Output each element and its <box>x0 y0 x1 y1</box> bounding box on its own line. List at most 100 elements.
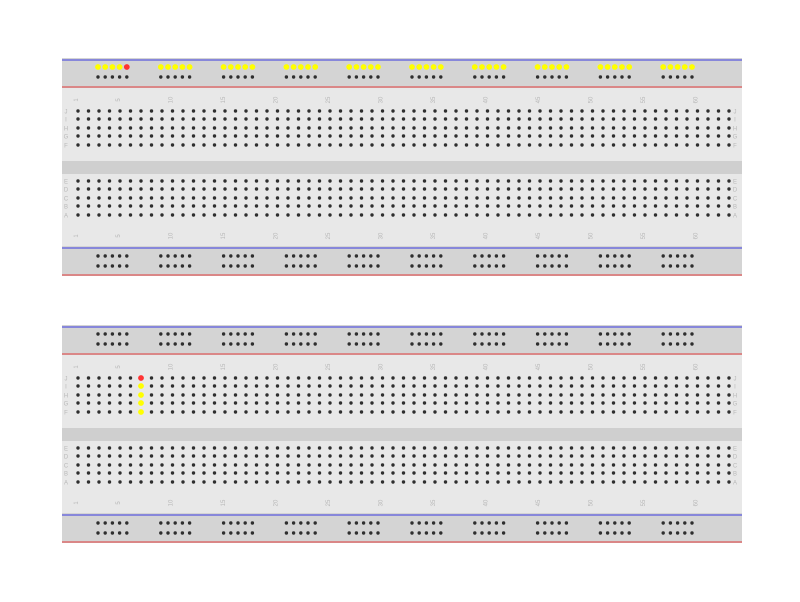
rail-hole[interactable] <box>187 332 192 336</box>
terminal-hole[interactable] <box>317 376 322 380</box>
terminal-hole[interactable] <box>727 126 731 130</box>
rail-hole[interactable] <box>367 64 374 70</box>
terminal-hole[interactable] <box>611 109 616 113</box>
terminal-hole[interactable] <box>170 187 175 191</box>
terminal-hole[interactable] <box>485 117 490 121</box>
rail-hole[interactable] <box>369 342 373 346</box>
terminal-hole[interactable] <box>265 204 269 208</box>
terminal-hole[interactable] <box>601 109 605 113</box>
terminal-hole[interactable] <box>464 446 469 450</box>
terminal-hole[interactable] <box>380 463 385 467</box>
terminal-hole[interactable] <box>244 204 248 208</box>
rail-hole[interactable] <box>165 64 171 70</box>
terminal-hole[interactable] <box>138 383 144 389</box>
rail-hole[interactable] <box>306 332 310 336</box>
terminal-hole[interactable] <box>695 204 700 208</box>
terminal-hole[interactable] <box>349 446 353 450</box>
terminal-hole[interactable] <box>454 187 458 191</box>
rail-hole[interactable] <box>690 264 694 268</box>
terminal-hole[interactable] <box>422 446 427 450</box>
rail-hole[interactable] <box>250 75 255 79</box>
terminal-hole[interactable] <box>622 134 626 138</box>
rail-hole[interactable] <box>423 64 430 70</box>
terminal-hole[interactable] <box>233 134 238 138</box>
rail-hole[interactable] <box>347 254 351 258</box>
terminal-hole[interactable] <box>653 393 658 397</box>
terminal-hole[interactable] <box>632 179 637 183</box>
terminal-hole[interactable] <box>170 143 175 147</box>
terminal-hole[interactable] <box>338 187 343 191</box>
terminal-hole[interactable] <box>443 446 448 450</box>
terminal-hole[interactable] <box>443 393 448 397</box>
terminal-hole[interactable] <box>422 179 427 183</box>
rail-hole[interactable] <box>110 531 115 535</box>
terminal-hole[interactable] <box>412 134 416 138</box>
rail-hole[interactable] <box>166 254 170 258</box>
terminal-hole[interactable] <box>664 126 668 130</box>
terminal-hole[interactable] <box>212 204 217 208</box>
terminal-hole[interactable] <box>349 410 353 414</box>
terminal-hole[interactable] <box>496 179 500 183</box>
rail-hole[interactable] <box>376 521 380 525</box>
terminal-hole[interactable] <box>349 471 353 475</box>
rail-hole[interactable] <box>354 531 359 535</box>
rail-hole[interactable] <box>103 342 107 346</box>
rail-hole[interactable] <box>431 254 436 258</box>
terminal-hole[interactable] <box>328 401 332 405</box>
terminal-hole[interactable] <box>664 480 668 484</box>
terminal-hole[interactable] <box>653 213 658 217</box>
terminal-hole[interactable] <box>464 126 469 130</box>
terminal-hole[interactable] <box>611 126 616 130</box>
rail-hole[interactable] <box>291 332 296 336</box>
terminal-hole[interactable] <box>569 117 574 121</box>
rail-hole[interactable] <box>96 342 100 346</box>
rail-hole[interactable] <box>369 531 373 535</box>
terminal-hole[interactable] <box>307 117 311 121</box>
terminal-hole[interactable] <box>485 446 490 450</box>
rail-hole[interactable] <box>180 332 185 336</box>
terminal-hole[interactable] <box>559 117 563 121</box>
rail-hole[interactable] <box>103 75 107 79</box>
terminal-hole[interactable] <box>611 179 616 183</box>
terminal-hole[interactable] <box>611 213 616 217</box>
terminal-hole[interactable] <box>464 213 469 217</box>
terminal-hole[interactable] <box>443 143 448 147</box>
terminal-hole[interactable] <box>632 134 637 138</box>
rail-hole[interactable] <box>668 75 673 79</box>
rail-hole[interactable] <box>668 264 673 268</box>
rail-hole[interactable] <box>431 342 436 346</box>
terminal-hole[interactable] <box>328 393 332 397</box>
terminal-hole[interactable] <box>401 179 406 183</box>
rail-hole[interactable] <box>667 64 674 70</box>
terminal-hole[interactable] <box>149 376 154 380</box>
rail-hole[interactable] <box>291 254 296 258</box>
terminal-hole[interactable] <box>412 126 416 130</box>
terminal-hole[interactable] <box>212 213 217 217</box>
terminal-hole[interactable] <box>695 126 700 130</box>
rail-hole[interactable] <box>306 531 310 535</box>
terminal-hole[interactable] <box>107 393 112 397</box>
terminal-hole[interactable] <box>338 126 343 130</box>
rail-hole[interactable] <box>173 332 177 336</box>
terminal-hole[interactable] <box>559 393 563 397</box>
terminal-hole[interactable] <box>643 143 647 147</box>
rail-hole[interactable] <box>291 531 296 535</box>
terminal-hole[interactable] <box>590 480 595 484</box>
terminal-hole[interactable] <box>139 117 143 121</box>
terminal-hole[interactable] <box>160 126 164 130</box>
terminal-hole[interactable] <box>454 126 458 130</box>
rail-hole[interactable] <box>306 75 310 79</box>
terminal-hole[interactable] <box>202 393 206 397</box>
rail-hole[interactable] <box>109 64 116 70</box>
terminal-hole[interactable] <box>527 196 532 200</box>
terminal-hole[interactable] <box>328 143 332 147</box>
rail-hole[interactable] <box>229 342 233 346</box>
rail-hole[interactable] <box>159 264 163 268</box>
terminal-hole[interactable] <box>338 179 343 183</box>
terminal-hole[interactable] <box>181 126 185 130</box>
terminal-hole[interactable] <box>611 471 616 475</box>
terminal-hole[interactable] <box>496 454 500 458</box>
terminal-hole[interactable] <box>118 187 122 191</box>
terminal-hole[interactable] <box>380 213 385 217</box>
rail-hole[interactable] <box>186 64 193 70</box>
